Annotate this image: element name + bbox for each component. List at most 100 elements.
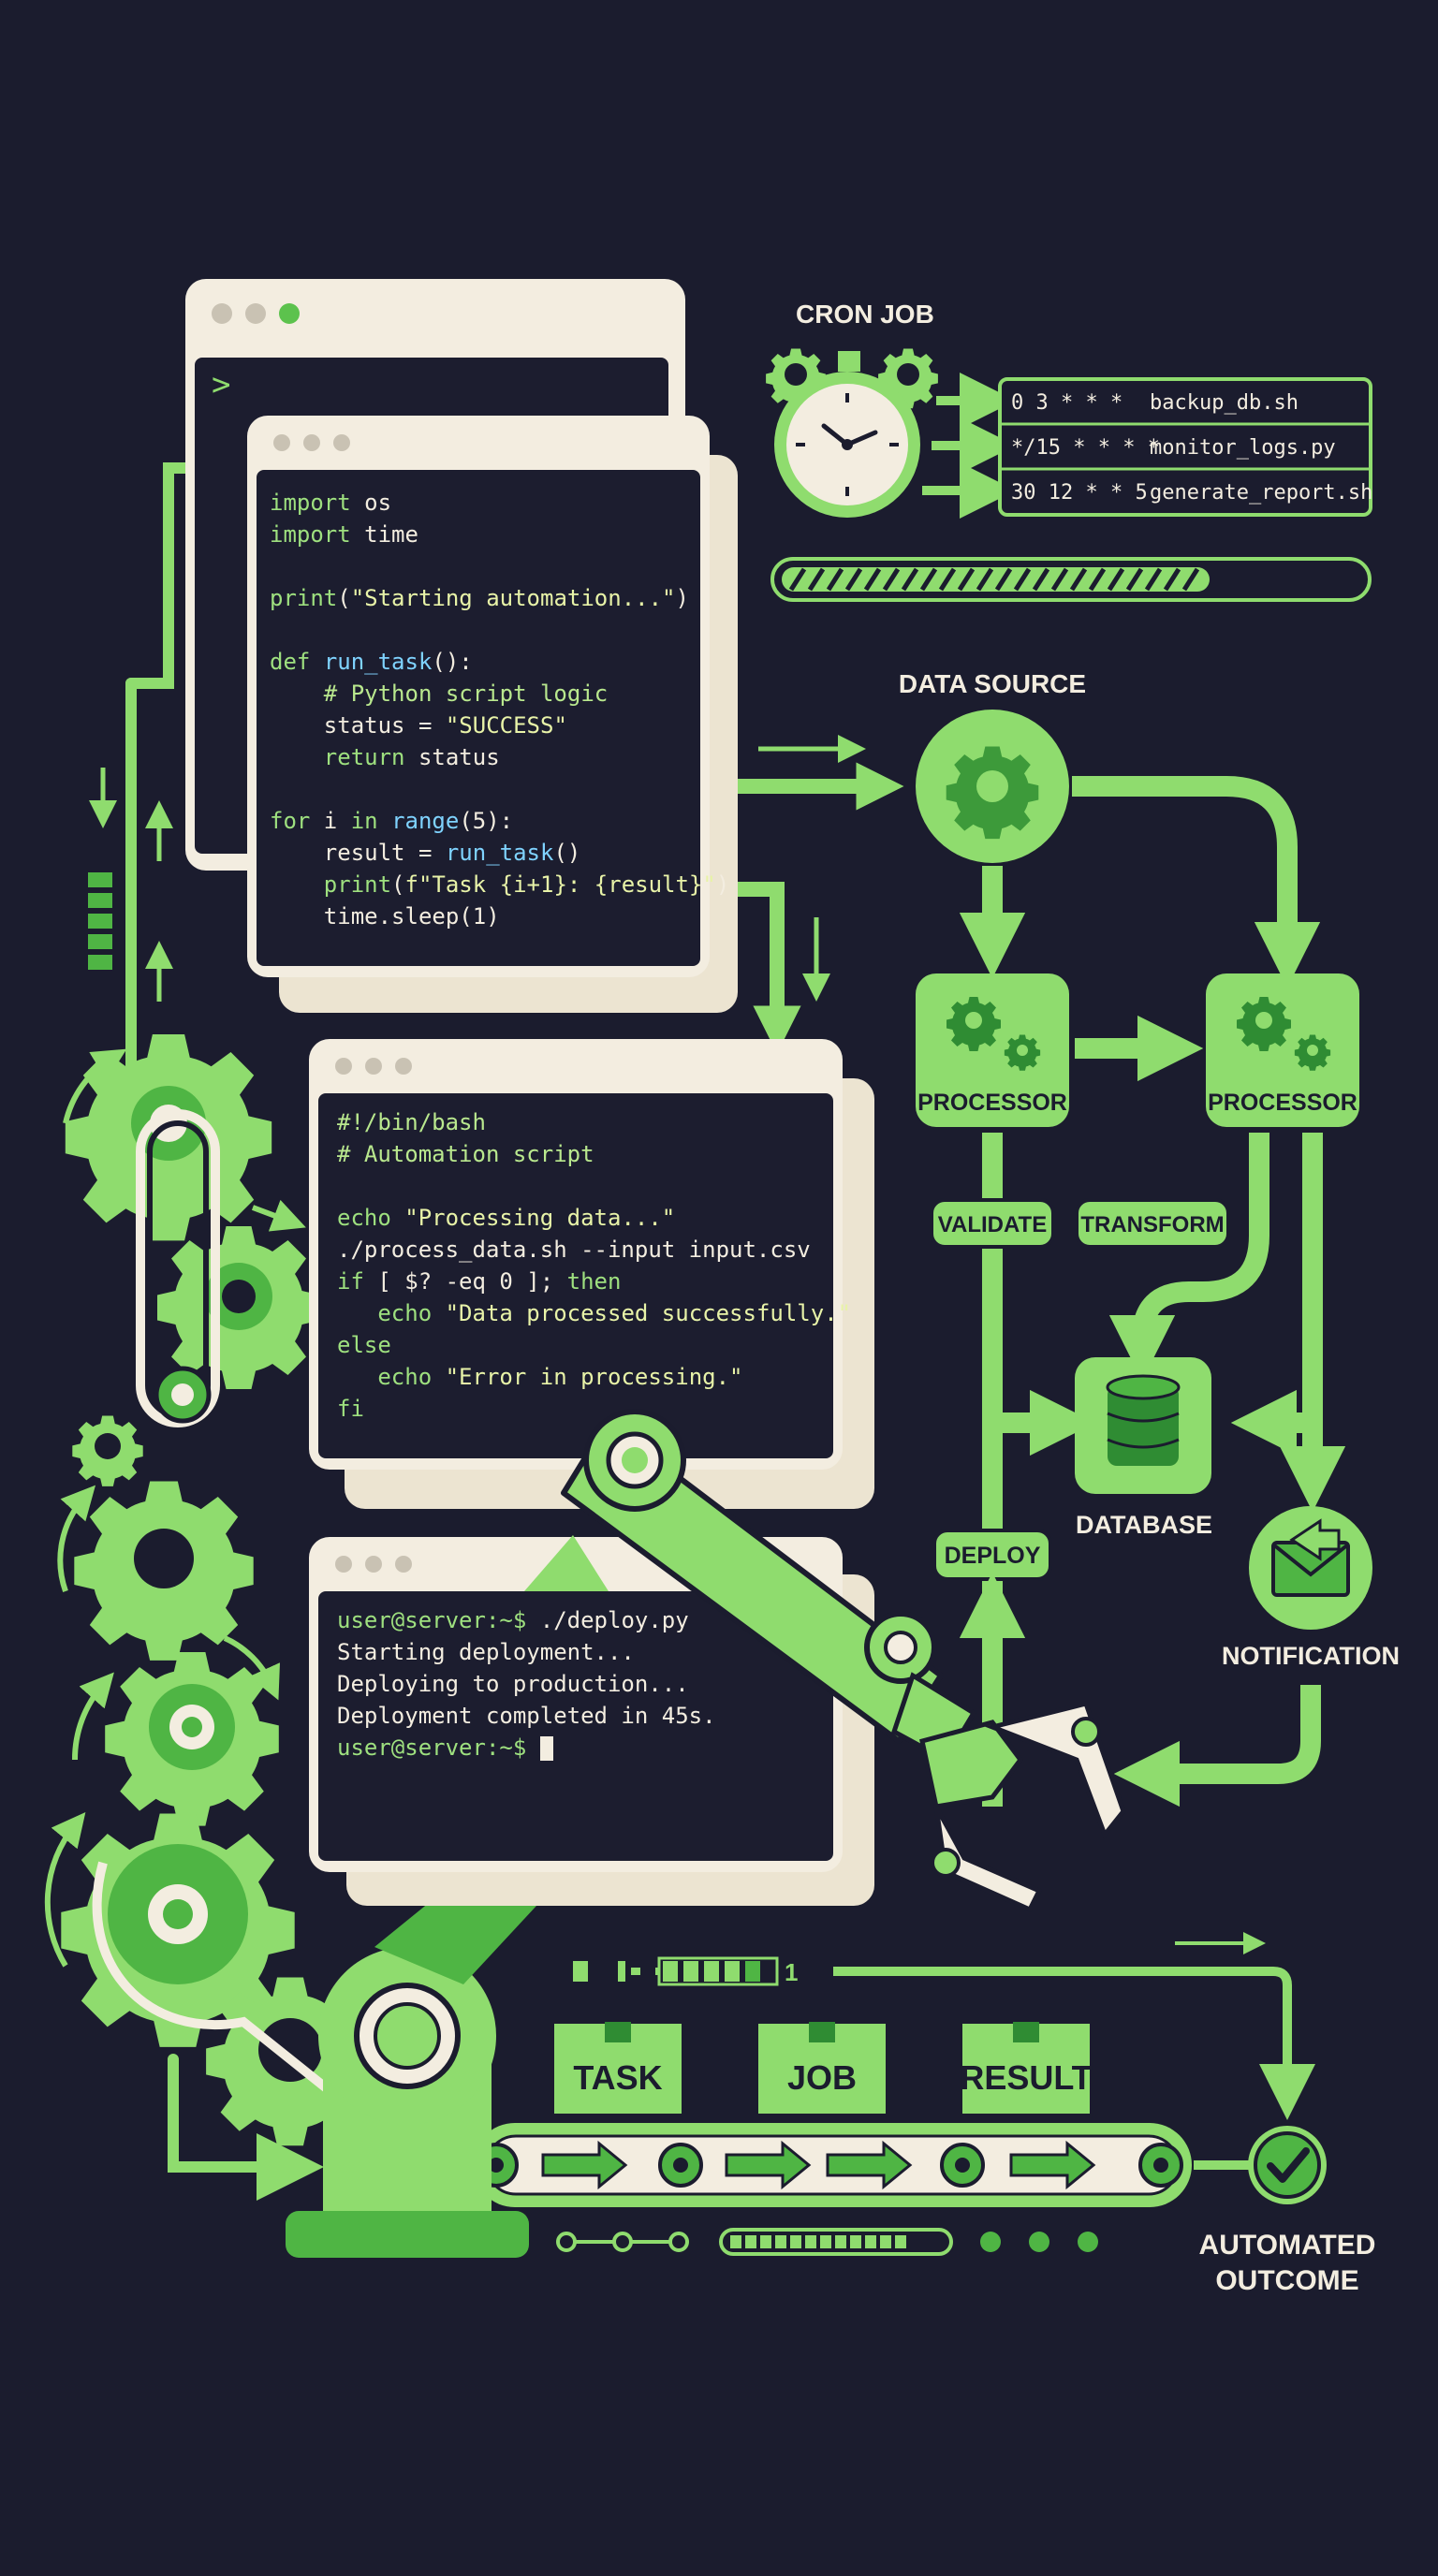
job-label: JOB: [787, 2058, 857, 2097]
outcome-label-line-2: OUTCOME: [1215, 2265, 1358, 2296]
notification-node: NOTIFICATION: [1222, 1506, 1400, 1670]
window-controls: [273, 434, 350, 451]
terminal-text: Deployment completed in 45s.: [337, 1703, 716, 1729]
processor-2-label: PROCESSOR: [1208, 1090, 1357, 1116]
bash-code-line: if [ $? -eq 0 ]; then: [337, 1268, 622, 1295]
robot-arm-icon: [524, 1409, 1126, 1913]
progress-stripe: [1069, 567, 1088, 592]
progress-stripe: [938, 567, 957, 592]
gears-cluster-icon: [44, 1034, 374, 2201]
data-source-node: [916, 710, 1069, 863]
processor-2-node: PROCESSOR: [1206, 973, 1359, 1127]
progress-stripe: [901, 567, 919, 592]
terminal-line: user@server:~$ ./deploy.py: [337, 1604, 814, 1636]
validate-badge: VALIDATE: [930, 1198, 1055, 1249]
window-dot-icon: [335, 1556, 352, 1573]
bash-code-line: else: [337, 1332, 391, 1358]
checkmark-icon: [1267, 2147, 1310, 2183]
progress-stripe: [1107, 567, 1125, 592]
python-code: import os import time print("Starting aut…: [257, 470, 730, 949]
terminal-line: Starting deployment...: [337, 1636, 814, 1668]
python-code-line: # Python script logic: [270, 681, 609, 707]
window-dot-icon: [245, 303, 266, 324]
terminal-line: user@server:~$: [337, 1732, 814, 1764]
terminal-prompt: user@server:~$: [337, 1734, 527, 1761]
python-code-line: print(f"Task {i+1}: {result}"): [323, 871, 730, 898]
deploy-badge: DEPLOY: [932, 1529, 1052, 1581]
bash-code-line: echo "Error in processing.": [377, 1364, 743, 1390]
data-flow: DATA SOURCE PROCESSOR PROCESSOR: [899, 669, 1400, 1808]
result-label: RESULT: [960, 2058, 1092, 2097]
python-code-line: import time: [270, 521, 418, 548]
progress-stripe: [826, 567, 844, 592]
window-controls: [212, 303, 300, 324]
database-icon: [1106, 1374, 1181, 1466]
window-dot-icon: [365, 1556, 382, 1573]
bash-screen: #!/bin/bash# Automation script echo "Pro…: [318, 1093, 852, 1458]
bash-code-line: echo "Processing data...": [337, 1205, 676, 1231]
progress-stripe: [788, 567, 807, 592]
terminal-text: ./deploy.py: [526, 1607, 689, 1633]
database-label: DATABASE: [1076, 1511, 1212, 1539]
bash-code-line: fi: [337, 1396, 364, 1422]
python-code-window: import os import time print("Starting aut…: [247, 416, 730, 977]
progress-stripe: [1144, 567, 1163, 592]
stopwatch-icon: [766, 348, 938, 518]
window-dot-icon: [395, 1058, 412, 1075]
cron-script-1: backup_db.sh: [1150, 391, 1299, 415]
cron-table: [998, 377, 1372, 517]
progress-stripe: [1050, 567, 1069, 592]
cron-schedule-1: 0 3 * * *: [1011, 391, 1123, 415]
outcome-label-line-1: AUTOMATED: [1199, 2230, 1376, 2261]
envelope-icon: [1271, 1518, 1350, 1597]
window-controls: [335, 1556, 412, 1573]
python-code-line: time.sleep(1): [270, 903, 500, 929]
window-dot-icon: [303, 434, 320, 451]
progress-stripe: [1163, 567, 1181, 592]
window-dot-green-icon: [279, 303, 300, 324]
data-source-label: DATA SOURCE: [899, 669, 1086, 698]
progress-stripe: [1181, 567, 1200, 592]
python-code-line: def run_task():: [270, 649, 473, 675]
window-dot-icon: [212, 303, 232, 324]
progress-stripe: [1013, 567, 1032, 592]
python-code-line: import os: [270, 490, 392, 516]
belt-indicators: [556, 2228, 1098, 2256]
validate-label: VALIDATE: [938, 1212, 1047, 1237]
progress-stripe: [807, 567, 826, 592]
terminal-text: Deploying to production...: [337, 1671, 689, 1697]
window-dot-icon: [273, 434, 290, 451]
conveyor-status-bar: [573, 1956, 779, 1986]
python-code-line: result = run_task(): [270, 840, 581, 866]
window-dot-icon: [365, 1058, 382, 1075]
cron-script-3: generate_report.sh: [1150, 481, 1372, 505]
processor-1-node: PROCESSOR: [916, 973, 1069, 1127]
cron-title: CRON JOB: [796, 300, 934, 329]
terminal-cursor-icon: [539, 1736, 553, 1761]
bash-code-line: echo "Data processed successfully.": [377, 1300, 852, 1326]
database-node: DATABASE: [1075, 1357, 1212, 1539]
processor-1-label: PROCESSOR: [917, 1090, 1067, 1116]
transform-label: TRANSFORM: [1080, 1212, 1224, 1237]
conveyor-arrows: [541, 2140, 1096, 2190]
bash-code-window: #!/bin/bash# Automation script echo "Pro…: [309, 1039, 852, 1470]
terminal-prompt: user@server:~$: [337, 1607, 527, 1633]
progress-stripe: [957, 567, 976, 592]
conveyor-counter: 1: [785, 1958, 798, 1986]
progress-stripe: [919, 567, 938, 592]
terminal-prompt-icon: >: [212, 366, 231, 403]
window-controls: [335, 1058, 412, 1075]
python-code-line: print("Starting automation..."): [270, 585, 689, 611]
transform-badge: TRANSFORM: [1075, 1198, 1230, 1249]
terminal-line: Deployment completed in 45s.: [337, 1700, 814, 1732]
cron-schedule-2: */15 * * * *: [1011, 436, 1160, 460]
bash-code-line: ./process_data.sh --input input.csv: [337, 1237, 811, 1263]
result-box: RESULT: [959, 2020, 1093, 2117]
bash-code-line: #!/bin/bash: [337, 1109, 486, 1135]
terminal-line: Deploying to production...: [337, 1668, 814, 1700]
cron-progress-bar: [770, 557, 1372, 602]
python-code-line: for i in range(5):: [270, 808, 514, 834]
cron-job-panel: CRON JOB 0 3 * * * backup_db.sh */15 *: [766, 300, 1372, 602]
progress-stripe: [976, 567, 994, 592]
